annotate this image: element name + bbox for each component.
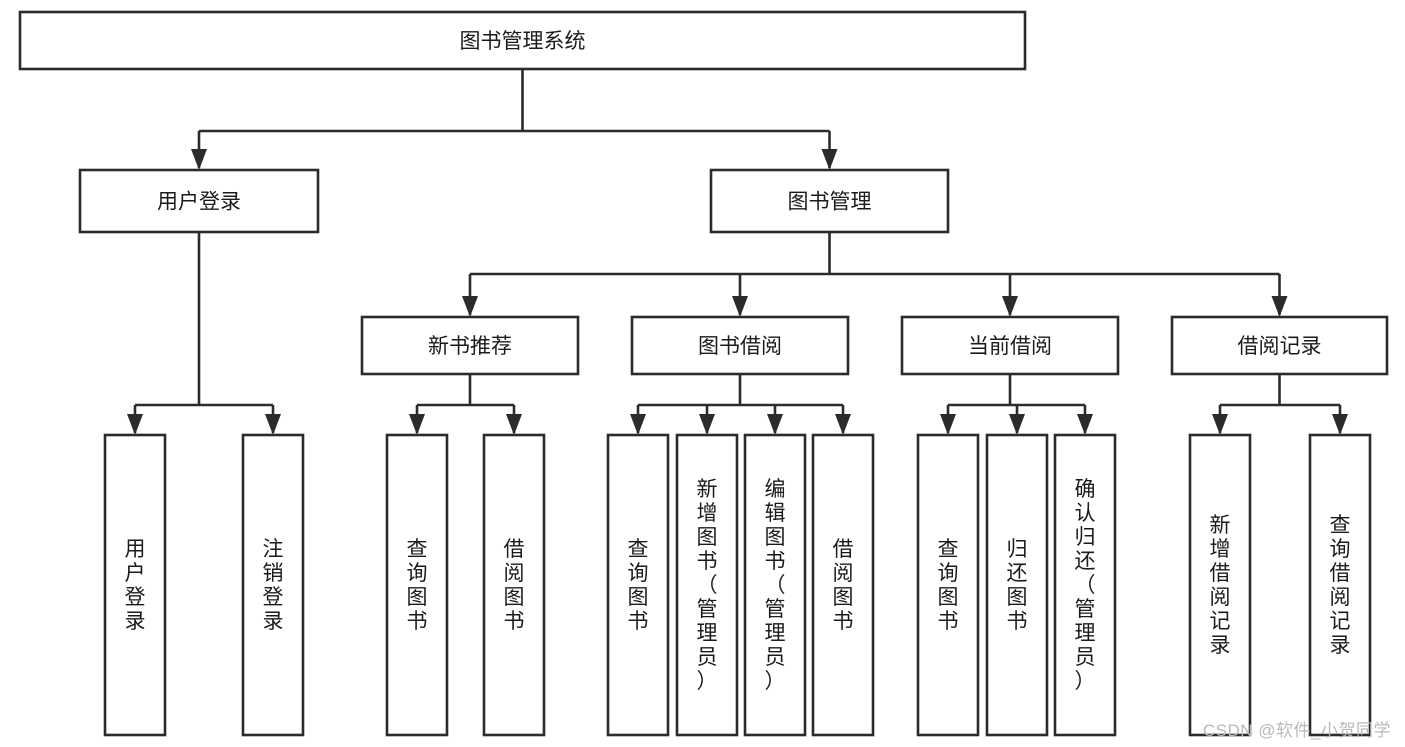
node-box bbox=[916, 433, 980, 737]
arrow-head-icon bbox=[835, 414, 851, 435]
arrow-head-icon bbox=[265, 414, 281, 435]
arrow-head-icon bbox=[767, 414, 783, 435]
node-label: 图书管理系统 bbox=[460, 30, 586, 53]
node-leaf-用户登录[interactable]: 用户登录 bbox=[103, 433, 167, 737]
arrow-head-icon bbox=[1002, 296, 1018, 317]
node-box bbox=[1170, 315, 1389, 376]
node-leaf-编辑图书管理员[interactable]: 编辑图书（管理员） bbox=[743, 433, 807, 737]
node-root-图书管理系统[interactable]: 图书管理系统 bbox=[18, 10, 1027, 71]
node-box bbox=[18, 10, 1027, 71]
node-box bbox=[743, 433, 807, 737]
node-box bbox=[1188, 433, 1252, 737]
node-label: 编辑图书（管理员） bbox=[765, 478, 786, 693]
node-label: 归还图书 bbox=[1007, 538, 1028, 633]
node-label: 用户登录 bbox=[125, 538, 146, 633]
node-leaf-借阅图书[interactable]: 借阅图书 bbox=[482, 433, 546, 737]
arrow-head-icon bbox=[630, 414, 646, 435]
arrow-head-icon bbox=[127, 414, 143, 435]
node-label: 图书借阅 bbox=[698, 335, 782, 358]
arrow-head-icon bbox=[506, 414, 522, 435]
node-label: 当前借阅 bbox=[968, 335, 1052, 358]
node-box bbox=[1053, 433, 1117, 737]
arrow-head-icon bbox=[1332, 414, 1348, 435]
arrow-head-icon bbox=[1271, 296, 1288, 317]
connector-layer bbox=[127, 69, 1348, 435]
node-label: 查询借阅记录 bbox=[1330, 514, 1351, 657]
node-label: 新书推荐 bbox=[428, 335, 512, 358]
node-box bbox=[78, 168, 320, 234]
node-box bbox=[385, 433, 449, 737]
node-leaf-借阅图书[interactable]: 借阅图书 bbox=[811, 433, 875, 737]
node-label: 确认归还（管理员） bbox=[1075, 478, 1096, 693]
node-box bbox=[900, 315, 1120, 376]
arrow-head-icon bbox=[1077, 414, 1093, 435]
node-box bbox=[606, 433, 670, 737]
node-l2-图书管理[interactable]: 图书管理 bbox=[709, 168, 950, 234]
node-label: 用户登录 bbox=[157, 191, 241, 214]
node-box bbox=[482, 433, 546, 737]
node-layer: 图书管理系统用户登录图书管理新书推荐图书借阅当前借阅借阅记录用户登录注销登录查询… bbox=[18, 10, 1389, 737]
csdn-watermark: CSDN @软件_小贺同学 bbox=[1202, 721, 1391, 740]
node-label: 借阅图书 bbox=[833, 538, 854, 633]
arrow-head-icon bbox=[191, 149, 207, 170]
node-l2-用户登录[interactable]: 用户登录 bbox=[78, 168, 320, 234]
node-leaf-查询图书[interactable]: 查询图书 bbox=[385, 433, 449, 737]
node-l3-当前借阅[interactable]: 当前借阅 bbox=[900, 315, 1120, 376]
arrow-head-icon bbox=[462, 296, 478, 317]
node-box bbox=[241, 433, 305, 737]
node-box bbox=[675, 433, 739, 737]
node-box bbox=[103, 433, 167, 737]
node-leaf-新增借阅记录[interactable]: 新增借阅记录 bbox=[1188, 433, 1252, 737]
node-leaf-查询借阅记录[interactable]: 查询借阅记录 bbox=[1308, 433, 1372, 737]
node-label: 查询图书 bbox=[938, 538, 959, 633]
node-leaf-归还图书[interactable]: 归还图书 bbox=[985, 433, 1049, 737]
node-leaf-注销登录[interactable]: 注销登录 bbox=[241, 433, 305, 737]
node-label: 查询图书 bbox=[628, 538, 649, 633]
node-label: 新增图书（管理员） bbox=[697, 478, 718, 693]
node-label: 查询图书 bbox=[407, 538, 428, 633]
node-box bbox=[709, 168, 950, 234]
arrow-head-icon bbox=[1212, 414, 1228, 435]
node-l3-图书借阅[interactable]: 图书借阅 bbox=[630, 315, 850, 376]
arrow-head-icon bbox=[409, 414, 425, 435]
node-leaf-查询图书[interactable]: 查询图书 bbox=[916, 433, 980, 737]
node-label: 借阅图书 bbox=[504, 538, 525, 633]
node-l3-新书推荐[interactable]: 新书推荐 bbox=[360, 315, 580, 376]
node-box bbox=[360, 315, 580, 376]
node-label: 注销登录 bbox=[263, 538, 284, 633]
arrow-head-icon bbox=[821, 149, 838, 170]
arrow-head-icon bbox=[1009, 414, 1025, 435]
node-leaf-新增图书管理员[interactable]: 新增图书（管理员） bbox=[675, 433, 739, 737]
node-label: 新增借阅记录 bbox=[1210, 514, 1231, 657]
node-box bbox=[630, 315, 850, 376]
node-leaf-确认归还管理员[interactable]: 确认归还（管理员） bbox=[1053, 433, 1117, 737]
node-box bbox=[985, 433, 1049, 737]
arrow-head-icon bbox=[699, 414, 715, 435]
node-box bbox=[1308, 433, 1372, 737]
arrow-head-icon bbox=[940, 414, 956, 435]
node-label: 图书管理 bbox=[788, 191, 872, 214]
node-box bbox=[811, 433, 875, 737]
arrow-head-icon bbox=[732, 296, 748, 317]
node-l3-借阅记录[interactable]: 借阅记录 bbox=[1170, 315, 1389, 376]
node-leaf-查询图书[interactable]: 查询图书 bbox=[606, 433, 670, 737]
node-label: 借阅记录 bbox=[1238, 335, 1322, 358]
